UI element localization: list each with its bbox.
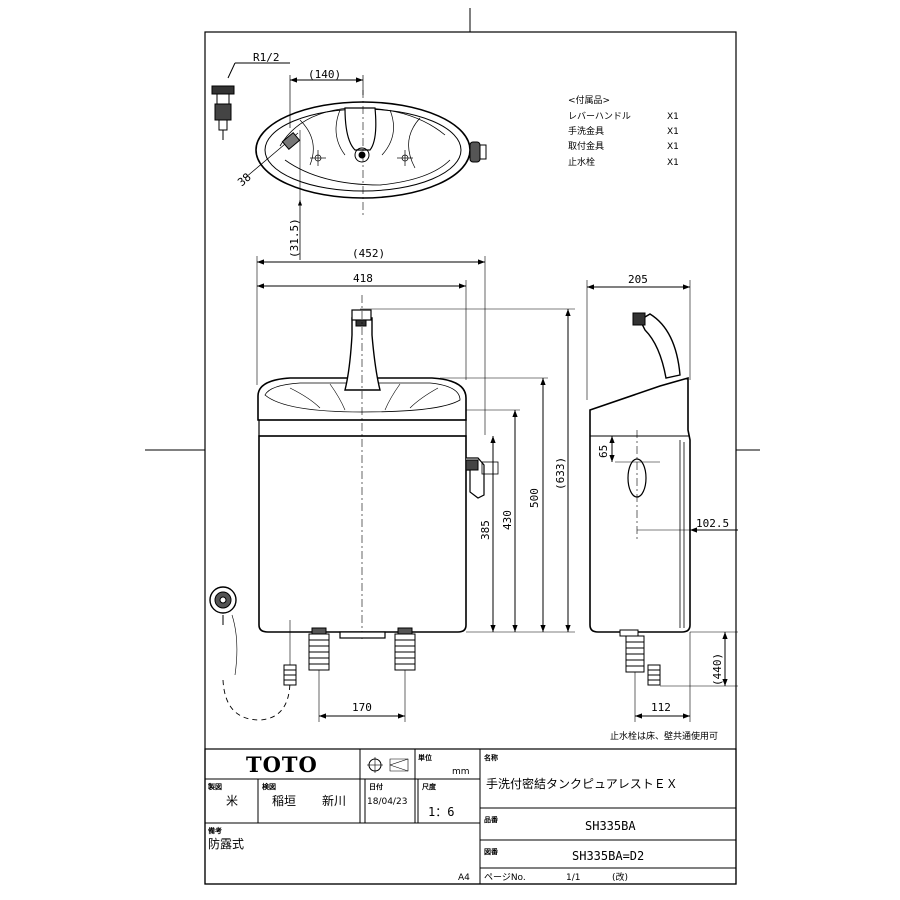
checker-name-2: 新川 bbox=[322, 793, 346, 808]
dim-440: (440) bbox=[711, 653, 724, 686]
drawing-number: SH335BA=D2 bbox=[572, 849, 644, 863]
accessory-qty: X1 bbox=[667, 127, 679, 137]
dim-31-5: (31.5) bbox=[288, 218, 301, 258]
accessories-title: <付属品> bbox=[568, 95, 610, 106]
page-label: ページNo. bbox=[484, 873, 526, 883]
unit-value: mm bbox=[452, 767, 470, 777]
remark-value: 防露式 bbox=[208, 836, 244, 851]
product-name: 手洗付密結タンクピュアレストＥＸ bbox=[486, 776, 678, 791]
dim-112: 112 bbox=[651, 701, 671, 714]
accessory-name: 手洗金具 bbox=[568, 125, 604, 137]
drafter-label: 製図 bbox=[207, 782, 222, 791]
dim-102-5: 102.5 bbox=[696, 517, 729, 530]
dim-65: 65 bbox=[597, 445, 610, 458]
center-marks bbox=[145, 8, 760, 451]
accessory-name: 取付金具 bbox=[568, 140, 604, 152]
dim-430: 430 bbox=[501, 510, 514, 530]
checker-name-1: 稲垣 bbox=[272, 794, 296, 808]
accessory-qty: X1 bbox=[667, 158, 679, 168]
accessories-list: レバーハンドル X1 手洗金具 X1 取付金具 X1 止水栓 X1 bbox=[568, 111, 679, 168]
accessory-name: 止水栓 bbox=[568, 156, 595, 168]
remark-label: 備考 bbox=[208, 826, 222, 835]
dim-418: 418 bbox=[353, 272, 373, 285]
date-value: 18/04/23 bbox=[367, 797, 407, 807]
drafter-value: 米 bbox=[226, 794, 238, 808]
fitting-label: R1/2 bbox=[253, 51, 280, 64]
drawing-label: 図番 bbox=[484, 847, 499, 856]
unit-label: 単位 bbox=[418, 753, 432, 762]
toto-logo: TOTO bbox=[246, 752, 318, 777]
dim-205: 205 bbox=[628, 273, 648, 286]
accessory-qty: X1 bbox=[667, 112, 679, 122]
dim-500: 500 bbox=[528, 488, 541, 508]
dim-385: 385 bbox=[479, 520, 492, 540]
accessory-name: レバーハンドル bbox=[568, 111, 631, 122]
side-view bbox=[586, 280, 738, 722]
scale-label: 尺度 bbox=[421, 782, 437, 791]
product-number: SH335BA bbox=[585, 819, 636, 833]
name-label: 名称 bbox=[484, 753, 498, 762]
front-view bbox=[209, 256, 575, 722]
valve-note: 止水栓は床、壁共通使用可 bbox=[610, 730, 718, 742]
checker-label: 検図 bbox=[262, 782, 276, 791]
date-label: 日付 bbox=[369, 782, 383, 791]
paper-size: A4 bbox=[458, 873, 470, 883]
revision-label: (改) bbox=[612, 871, 628, 883]
scale-value: 1：6 bbox=[428, 805, 454, 819]
dim-170: 170 bbox=[352, 701, 372, 714]
accessory-qty: X1 bbox=[667, 142, 679, 152]
top-view bbox=[211, 62, 487, 260]
page-value: 1/1 bbox=[566, 873, 580, 883]
dim-140: (140) bbox=[308, 68, 341, 81]
product-label: 品番 bbox=[484, 815, 499, 824]
water-fitting-icon bbox=[211, 62, 290, 140]
dim-633: (633) bbox=[554, 457, 567, 490]
dim-452: (452) bbox=[352, 247, 385, 260]
title-block bbox=[204, 748, 737, 885]
